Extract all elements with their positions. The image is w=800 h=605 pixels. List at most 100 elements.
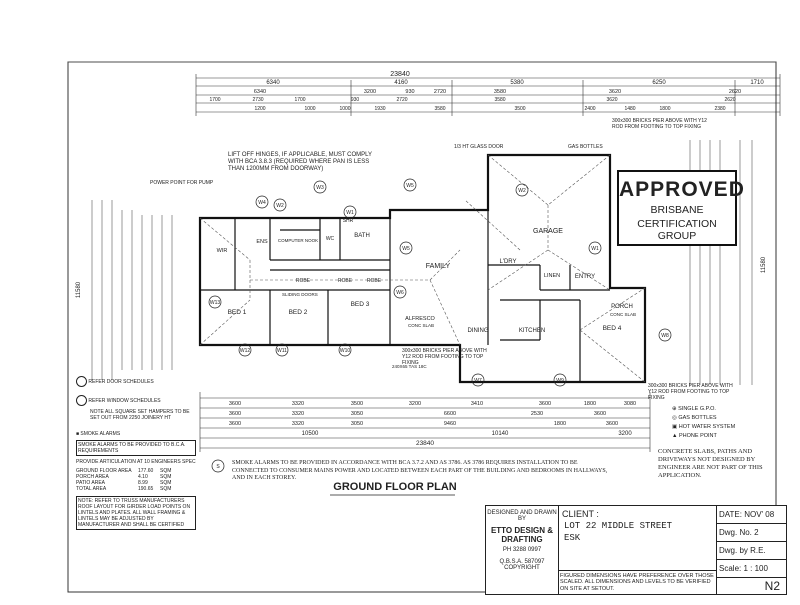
dim-top-e: 1710 <box>750 80 764 86</box>
room-ens: ENS <box>256 239 268 245</box>
dim-bottom-r1-h: 3080 <box>624 401 636 407</box>
room-bed2: BED 2 <box>289 309 308 316</box>
dim-top-r4-b: 1000 <box>304 106 315 112</box>
dim-top-r2-a: 6340 <box>254 89 266 95</box>
concrete-note: CONCRETE SLABS, PATHS AND DRIVEWAYS NOT … <box>658 448 763 479</box>
pier-note-left: 300x300 BRICKS PIER ABOVE WITH Y12 ROD F… <box>402 348 487 366</box>
disclaimer: FIGURED DIMENSIONS HAVE PREFERENCE OVER … <box>558 569 716 595</box>
sheet-number: N2 <box>764 579 780 593</box>
dim-top-r3-f: 3580 <box>494 97 505 103</box>
room-ldry: L'DRY <box>499 259 516 265</box>
room-bed1: BED 1 <box>228 309 247 316</box>
dim-bottom-10140: 10140 <box>492 431 509 437</box>
left-dimensions <box>91 200 173 380</box>
tas-note: 240X65 TAS 18C <box>392 364 427 369</box>
dim-top-total: 23840 <box>390 71 410 78</box>
dim-bottom-10500: 10500 <box>302 431 319 437</box>
room-family: FAMILY <box>426 263 451 270</box>
room-alfresco: ALFRESCO <box>405 316 435 322</box>
drawing-scale: Scale: 1 : 100 <box>716 560 786 578</box>
drawing-title: GROUND FLOOR PLAN <box>333 481 457 493</box>
dim-top-r3-b: 2730 <box>252 97 263 103</box>
dim-bottom-r2-f: 3600 <box>594 411 606 417</box>
top-dimensions <box>195 74 781 116</box>
truss-note: NOTE: REFER TO TRUSS MANUFACTURERS ROOF … <box>76 496 196 530</box>
approval-stamp: APPROVED BRISBANE CERTIFICATION GROUP <box>617 170 745 246</box>
phone-point-icon: ▲ <box>672 433 678 439</box>
smoke-alarm-note: SMOKE ALARMS TO BE PROVIDED IN ACCORDANC… <box>232 460 608 481</box>
dim-top-r2-f: 3620 <box>609 89 621 95</box>
title-block: DESIGNED AND DRAWN BY ETTO DESIGN & DRAF… <box>485 505 787 595</box>
door-schedule-icon <box>76 376 87 387</box>
dim-top-d: 6250 <box>652 80 666 86</box>
dim-top-r4-i: 1800 <box>659 106 670 112</box>
room-robe-3: ROBE <box>367 278 382 284</box>
room-garage: GARAGE <box>533 228 563 235</box>
gas-bottles-note: GAS BOTTLES <box>568 144 603 150</box>
pier-note-bottom-right: 300x300 BRICKS PIER ABOVE WITH Y12 ROD F… <box>648 383 733 401</box>
dim-top-r4-h: 1480 <box>624 106 635 112</box>
room-shr: SHR <box>343 218 354 224</box>
legend-right: ⊕ SINGLE G.P.O. ◎ GAS BOTTLES ▣ HOT WATE… <box>672 405 772 441</box>
porch-slab-note: CONC SLAB <box>610 312 636 317</box>
svg-text:S: S <box>216 464 220 470</box>
svg-text:W2: W2 <box>276 203 284 209</box>
building-outline <box>198 153 647 384</box>
copyright: COPYRIGHT <box>504 565 540 571</box>
legend-window: REFER WINDOW SCHEDULES <box>76 395 196 406</box>
bottom-dimensions <box>199 392 651 452</box>
room-bath: BATH <box>354 233 370 239</box>
room-entry: ENTRY <box>575 274 595 280</box>
dim-bottom-r3-b: 3320 <box>292 421 304 427</box>
qbsa-number: Q.B.S.A. 587097 <box>499 559 545 565</box>
svg-text:W9: W9 <box>556 378 564 384</box>
dim-top-r4-j: 2380 <box>714 106 725 112</box>
room-kitchen: KITCHEN <box>519 328 545 334</box>
legend-item-phone: ▲ PHONE POINT <box>672 433 717 439</box>
client-suburb: ESK <box>564 533 581 543</box>
room-wir: WIR <box>217 248 228 254</box>
approval-line-2: CERTIFICATION GROUP <box>637 218 717 242</box>
dim-bottom-r3-e: 1800 <box>554 421 566 427</box>
gpo-icon: ⊕ <box>672 406 677 412</box>
svg-text:W5: W5 <box>402 246 410 252</box>
window-schedule-icon <box>76 395 87 406</box>
room-robe-2: ROBE <box>338 278 353 284</box>
meta-panel: DATE: NOV' 08 Dwg. No. 2 Dwg. by R.E. Sc… <box>716 506 786 594</box>
dim-bottom-r1-d: 3200 <box>409 401 421 407</box>
svg-text:W5: W5 <box>406 183 414 189</box>
room-porch: PORCH <box>611 304 633 310</box>
approved-text: APPROVED <box>619 178 745 201</box>
room-bed4: BED 4 <box>603 325 622 332</box>
dim-bottom-r2-e: 2530 <box>531 411 543 417</box>
room-bed3: BED 3 <box>351 301 370 308</box>
svg-text:W6: W6 <box>396 290 404 296</box>
svg-text:W3: W3 <box>316 185 324 191</box>
smoke-alarm-icon: ■ <box>76 431 80 437</box>
svg-text:W1: W1 <box>346 210 354 216</box>
room-robe-1: ROBE <box>296 278 311 284</box>
pier-note-top: 300x300 BRICKS PIER ABOVE WITH Y12 ROD F… <box>612 118 707 130</box>
svg-text:W8: W8 <box>661 333 669 339</box>
dim-bottom-3200: 3200 <box>618 431 632 437</box>
legend-door: REFER DOOR SCHEDULES <box>76 376 196 387</box>
svg-text:W7: W7 <box>474 378 482 384</box>
dim-top-r4-d: 1930 <box>374 106 385 112</box>
legend-shampers: NOTE ALL SQUARE SET HAMPERS TO BE SET OU… <box>90 409 190 421</box>
svg-text:W10: W10 <box>340 348 351 354</box>
client-address: LOT 22 MIDDLE STREET <box>564 521 673 531</box>
dim-bottom-r1-a: 3600 <box>229 401 241 407</box>
drawing-date: DATE: NOV' 08 <box>716 506 786 524</box>
dim-top-r3-d: 930 <box>351 97 360 103</box>
company-name: ETTO DESIGN & DRAFTING <box>490 526 554 544</box>
drawing-number: Dwg. No. 2 <box>716 524 786 542</box>
dim-top-r2-b: 3200 <box>364 89 376 95</box>
drawn-by: Dwg. by R.E. <box>716 542 786 560</box>
svg-text:W12: W12 <box>240 348 251 354</box>
hot-water-icon: ▣ <box>672 424 678 430</box>
